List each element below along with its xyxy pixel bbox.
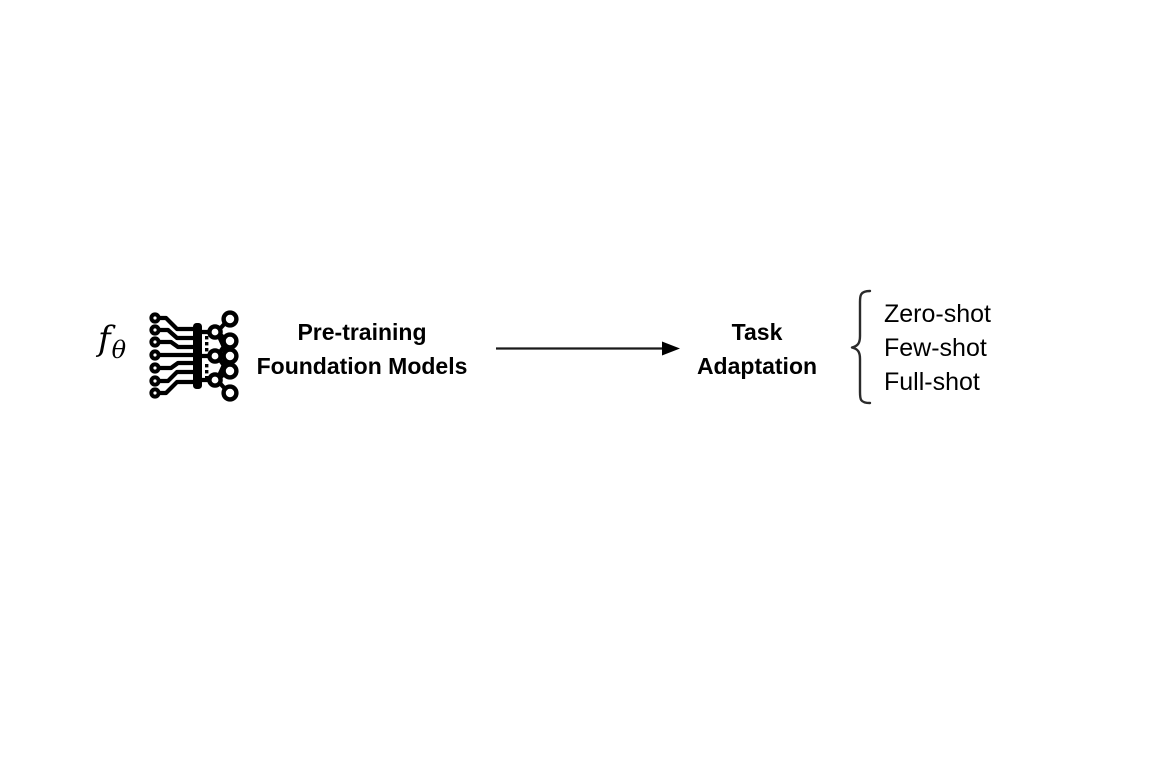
list-item: Zero-shot [884, 300, 991, 328]
adaptation-modes-list: Zero-shot Few-shot Full-shot [884, 297, 1084, 399]
list-item: Few-shot [884, 334, 987, 362]
model-symbol-base: f [98, 319, 111, 359]
model-symbol-subscript: θ [111, 335, 127, 364]
list-item: Full-shot [884, 368, 980, 396]
model-symbol: fθ [98, 322, 126, 362]
pretraining-label: Pre-training Foundation Models [256, 319, 468, 379]
task-adaptation-label: Task Adaptation [696, 319, 818, 379]
flow-arrow [494, 336, 684, 362]
neural-network-chip-icon [149, 310, 239, 402]
grouping-brace [845, 286, 877, 406]
